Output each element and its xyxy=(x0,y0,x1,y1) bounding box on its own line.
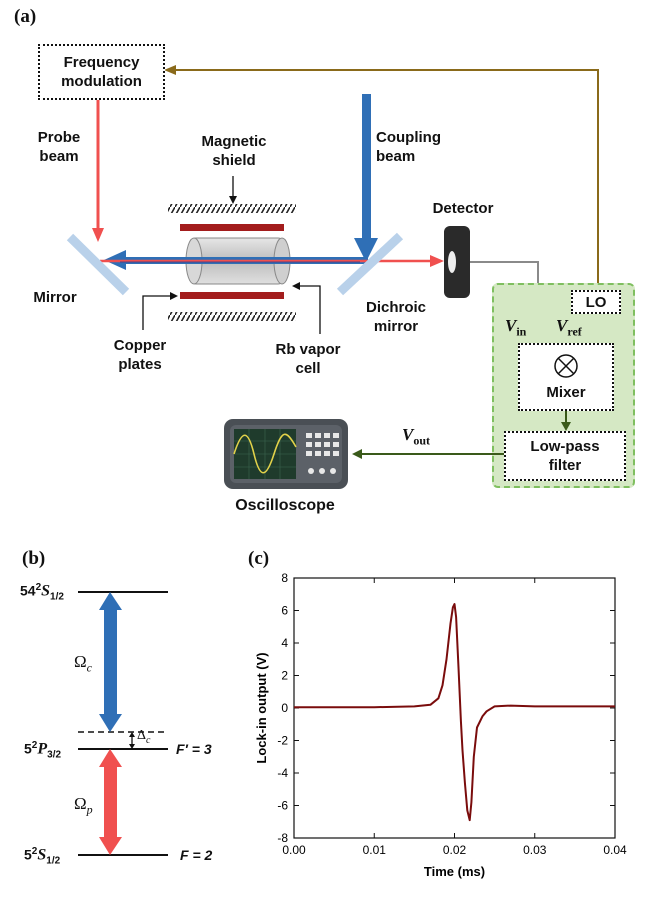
mixer-box: Mixer xyxy=(518,343,614,411)
detector xyxy=(444,226,470,298)
energy-level-diagram xyxy=(78,591,168,856)
delta-c-label: Δc xyxy=(137,728,151,746)
mixer-icon xyxy=(554,353,578,378)
y-tick-label: 8 xyxy=(281,571,288,585)
coupling-beam-label: Coupling beam xyxy=(376,129,441,165)
x-tick-label: 0.02 xyxy=(443,843,467,857)
y-tick-label: 6 xyxy=(281,604,288,618)
x-tick-label: 0.03 xyxy=(523,843,547,857)
magnetic-shield-bottom xyxy=(168,312,296,321)
oscilloscope-label: Oscilloscope xyxy=(235,497,335,514)
feedback-arrowhead xyxy=(164,65,176,75)
frequency-modulation-line2: modulation xyxy=(61,73,142,90)
copper-plate-bottom xyxy=(180,292,284,299)
frequency-modulation-box: Frequency modulation xyxy=(38,44,165,100)
mirror-label: Mirror xyxy=(33,289,77,306)
copper-plate-top xyxy=(180,224,284,231)
v-out-label: Vout xyxy=(402,425,431,448)
panel-a-label: (a) xyxy=(14,6,37,27)
mixer-label: Mixer xyxy=(546,383,586,401)
y-tick-label: 4 xyxy=(281,636,288,650)
detector-label: Detector xyxy=(432,200,494,217)
series-line xyxy=(294,603,615,822)
dichroic-mirror-label: Dichroic mirror xyxy=(365,299,426,335)
y-tick-label: -2 xyxy=(277,734,288,748)
panel-c-label: (c) xyxy=(248,548,270,569)
level-bottom-label: 52S1/2 xyxy=(24,846,61,867)
y-tick-label: 0 xyxy=(281,701,288,715)
mixer-to-filter-arrow xyxy=(561,411,571,431)
y-axis-label: Lock-in output (V) xyxy=(254,652,269,763)
probe-transition-arrow xyxy=(104,765,117,840)
oscilloscope-icon xyxy=(224,419,348,489)
dichroic-mirror xyxy=(336,232,404,296)
y-tick-label: -8 xyxy=(277,831,288,845)
x-tick-label: 0.01 xyxy=(363,843,387,857)
y-tick-label: -6 xyxy=(277,799,288,813)
mirror xyxy=(66,233,130,296)
v-in-label: Vin xyxy=(505,316,527,339)
copper-plates-label: Copper plates xyxy=(113,337,167,373)
level-mid-label: 52P3/2 xyxy=(24,740,62,761)
y-tick-label: -4 xyxy=(277,766,288,780)
panel-b-label: (b) xyxy=(22,548,46,569)
f-prime-label: F′ = 3 xyxy=(176,741,212,757)
reference-feedback-line xyxy=(172,69,599,288)
probe-beam-label: Probe beam xyxy=(37,129,81,165)
magnetic-shield-label: Magnetic shield xyxy=(201,133,267,169)
coupling-transition-arrow xyxy=(104,606,117,716)
setup-diagram-lines xyxy=(66,65,603,342)
y-tick-label: 2 xyxy=(281,669,288,683)
frequency-modulation-line1: Frequency xyxy=(63,54,140,71)
vout-arrow xyxy=(352,449,504,459)
f-label: F = 2 xyxy=(180,847,213,863)
magnetic-shield-top xyxy=(168,204,296,213)
rb-vapor-cell-label: Rb vapor cell xyxy=(275,341,341,377)
x-axis-label: Time (ms) xyxy=(424,864,485,879)
v-ref-label: Vref xyxy=(556,316,582,339)
low-pass-filter-box: Low-pass filter xyxy=(504,431,626,481)
level-top-label: 542S1/2 xyxy=(20,582,64,603)
coupling-beam-vertical xyxy=(362,94,371,242)
x-tick-label: 0.00 xyxy=(282,843,306,857)
omega-c-label: Ωc xyxy=(74,652,92,675)
x-tick-label: 0.04 xyxy=(603,843,627,857)
omega-p-label: Ωp xyxy=(74,794,93,817)
lo-box: LO xyxy=(571,290,621,314)
